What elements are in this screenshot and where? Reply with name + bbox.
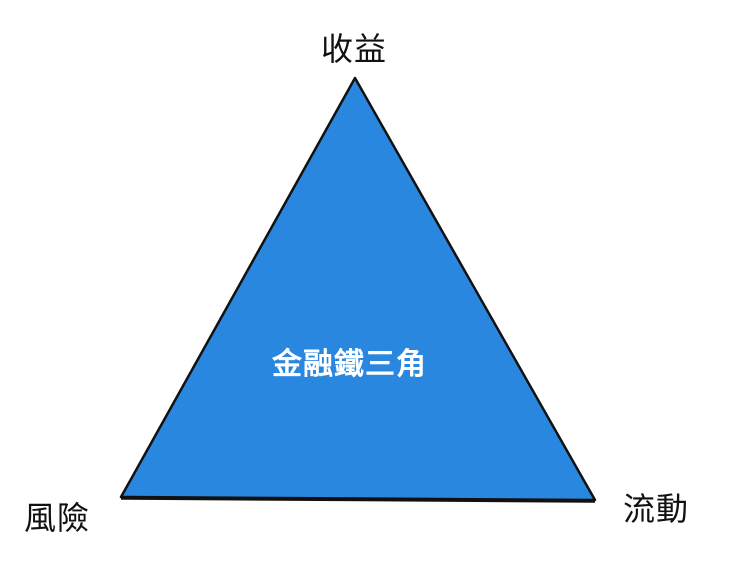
financial-triangle <box>119 76 597 502</box>
vertex-label-liquidity: 流動 <box>623 490 690 528</box>
triangle-base-stroke <box>120 496 596 503</box>
triangle-title: 金融鐵三角 <box>272 347 427 382</box>
vertex-label-risk: 風險 <box>24 499 91 537</box>
vertex-label-return: 收益 <box>321 30 388 68</box>
